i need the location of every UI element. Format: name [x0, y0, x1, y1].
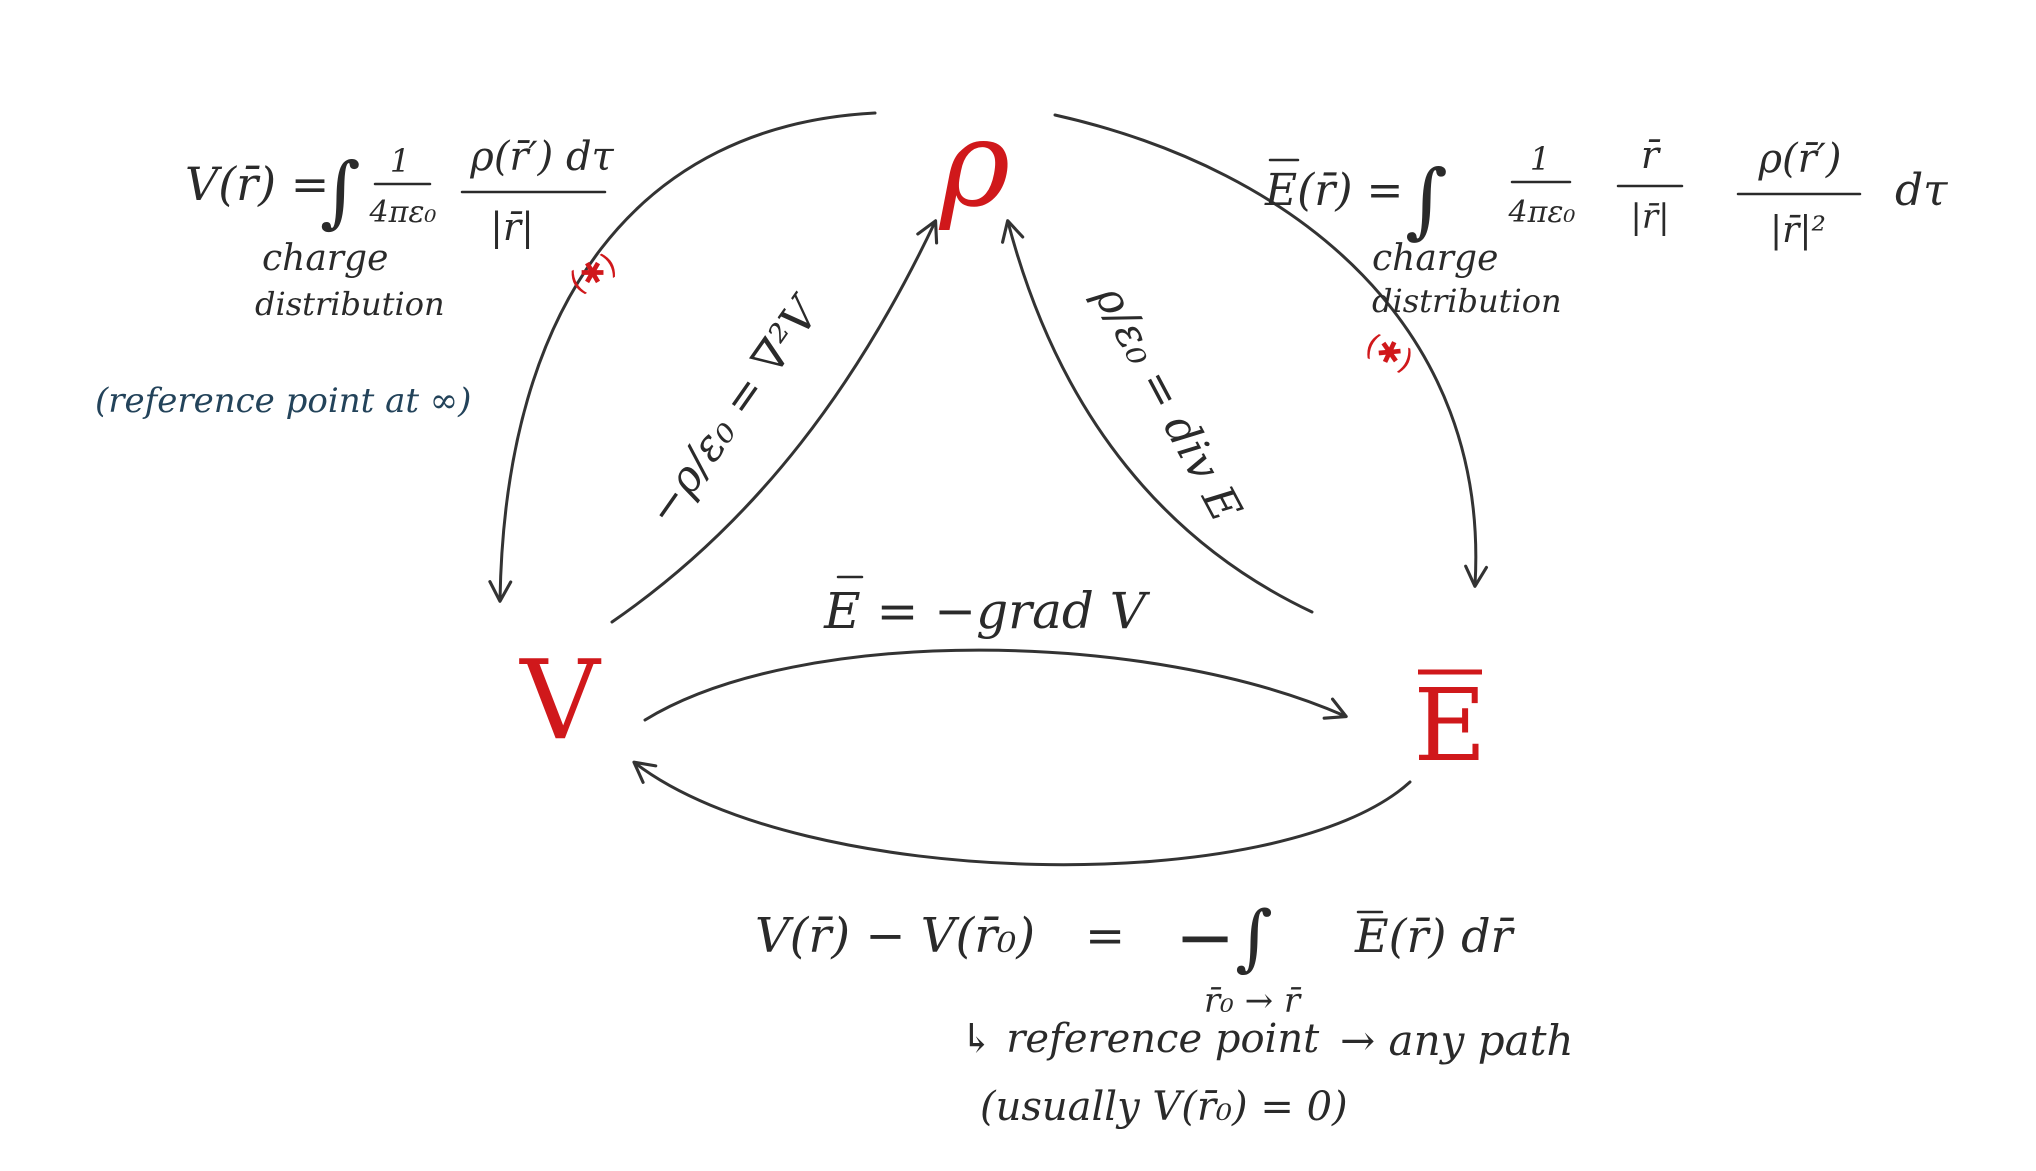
formula-e-fraction-num: ρ(r̄′): [1758, 136, 1842, 182]
arrow-rho-to-v: [488, 111, 877, 603]
label-divergence: ρ/ε₀ = div E: [1084, 276, 1252, 530]
formula-e-unit-num: r̄: [1641, 133, 1662, 177]
bottom-minus-integral: −∫: [1175, 895, 1273, 979]
formula-v-subscript-line1: charge: [262, 238, 388, 279]
arrow-e-to-rho: [1001, 219, 1314, 614]
label-gradient: E = −grad V: [823, 582, 1151, 640]
formula-e-factor-num: 1: [1530, 140, 1550, 178]
formula-v-fraction-den: |r̄|: [490, 205, 534, 249]
arrow-rho-to-e: [1053, 113, 1488, 588]
node-potential-v: V: [518, 636, 602, 764]
formula-potential-from-field: V(r̄) − V(r̄₀) = −∫ E(r̄) dr̄ r̄₀ → r̄ ↳…: [755, 895, 1574, 1130]
formula-v-subscript-line2: distribution: [255, 285, 445, 323]
label-laplacian: −ρ/ε₀ = ∇²V: [637, 286, 833, 535]
arrow-v-to-e: [643, 648, 1348, 722]
bottom-lhs: V(r̄) − V(r̄₀): [755, 908, 1035, 964]
note-any-path: → any path: [1340, 1016, 1574, 1065]
formula-e-subscript-line1: charge: [1372, 238, 1498, 279]
bottom-integrand: E(r̄) dr̄: [1354, 909, 1516, 963]
bottom-equals: =: [1085, 908, 1125, 964]
formula-e-fraction-den: |r̄|²: [1770, 210, 1826, 251]
formula-v-factor-den: 4πε₀: [369, 195, 437, 230]
arrow-v-to-rho: [610, 219, 939, 624]
formula-v-integral: ∫: [320, 147, 361, 237]
formula-potential-from-charge: V(r̄) = ∫ 1 4πε₀ ρ(r̄′) dτ |r̄| charge d…: [185, 134, 615, 323]
node-rho: ρ: [938, 95, 1011, 234]
note-reference-usually: (usually V(r̄₀) = 0): [980, 1084, 1348, 1130]
formula-e-lhs: E(r̄) =: [1264, 165, 1403, 216]
note-reference-infinity: (reference point at ∞): [95, 381, 471, 421]
formula-e-unit-den: |r̄|: [1630, 197, 1669, 237]
arrow-e-to-v: [632, 760, 1412, 867]
formula-field-from-charge: E(r̄) = ∫ 1 4πε₀ r̄ |r̄| ρ(r̄′) |r̄|² dτ…: [1264, 133, 1948, 320]
bottom-limits: r̄₀ → r̄: [1204, 981, 1302, 1021]
note-reference-point: ↳ reference point: [960, 1016, 1320, 1062]
formula-e-subscript-line2: distribution: [1372, 282, 1562, 320]
formula-e-integral: ∫: [1405, 153, 1448, 248]
formula-e-tail: dτ: [1895, 165, 1948, 216]
formula-v-lhs: V(r̄) =: [185, 157, 329, 211]
formula-v-fraction-num: ρ(r̄′) dτ: [469, 134, 614, 180]
formula-v-factor-num: 1: [390, 142, 410, 180]
formula-e-factor-den: 4πε₀: [1508, 195, 1576, 230]
node-field-e: E: [1414, 667, 1487, 784]
